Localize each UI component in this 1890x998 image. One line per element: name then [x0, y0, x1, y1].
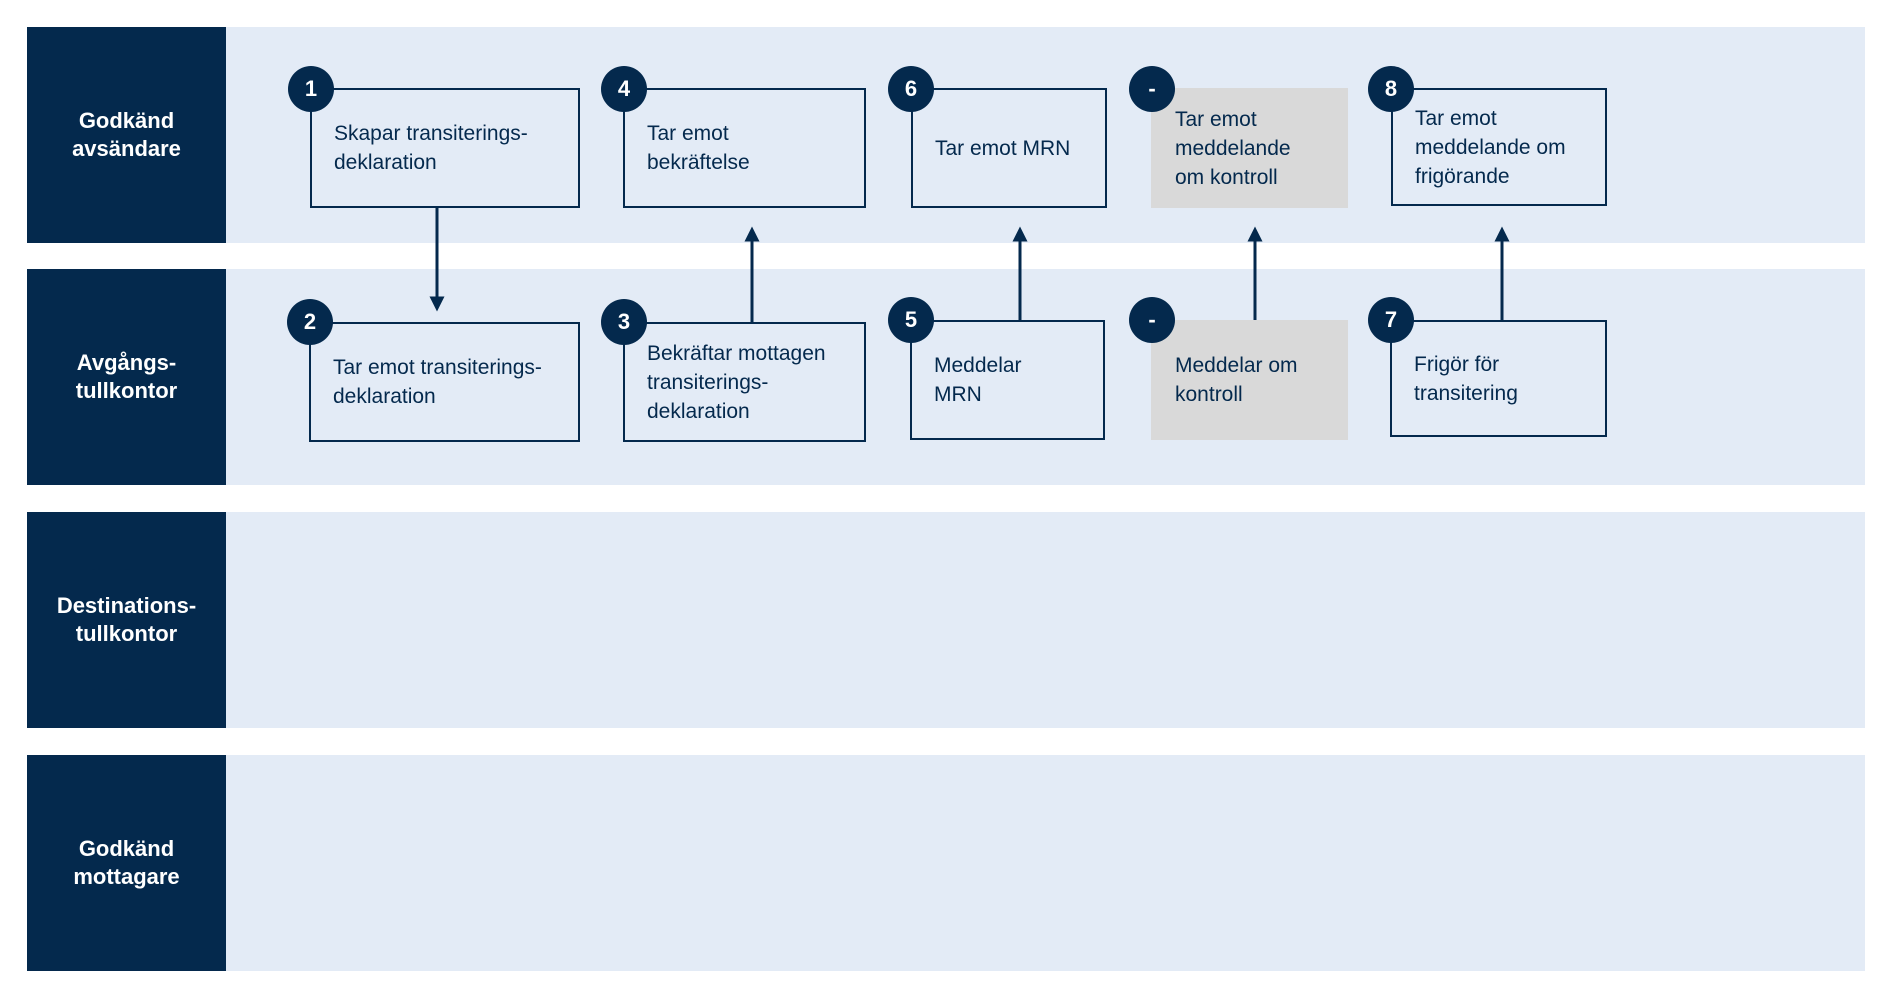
lane-destinationstullkontor: Destinations-tullkontor: [27, 512, 1865, 728]
step-badge-5: 5: [888, 297, 934, 343]
lane-label: Destinations-: [56, 593, 197, 618]
step-text: Meddelar: [934, 354, 1022, 377]
lane-header: Destinations-tullkontor: [27, 512, 226, 728]
step-box-3: Bekräftar mottagen transiterings-deklarat…: [623, 322, 866, 442]
step-badge-6: 6: [888, 66, 934, 112]
step-box-6: Tar emot MRN: [911, 88, 1107, 208]
lane-header: Avgångs-tullkontor: [27, 269, 226, 485]
lane-label: Godkänd: [78, 836, 175, 861]
step-box-1: Skapar transiterings-deklaration: [310, 88, 580, 208]
lane-label: mottagare: [73, 864, 180, 889]
step-text: kontroll: [1175, 383, 1243, 406]
step-text: Tar emot: [647, 122, 729, 145]
lane-header: Godkänd mottagare: [27, 755, 226, 971]
step-badge-1: 1: [288, 66, 334, 112]
step-badge-2: 2: [287, 299, 333, 345]
step-text: transiterings-: [647, 370, 769, 394]
step-text: deklaration: [334, 151, 437, 174]
step-box-control-send: Meddelar om kontroll: [1151, 320, 1348, 440]
step-text: Bekräftar mottagen: [647, 341, 826, 365]
step-text: Frigör för: [1414, 352, 1500, 376]
lane-label: avsändare: [72, 136, 181, 161]
step-text: Skapar transiterings-: [334, 122, 528, 145]
step-text: deklaration: [647, 399, 750, 423]
step-box-2: Tar emot transiterings-deklaration: [309, 322, 580, 442]
step-text: om kontroll: [1175, 165, 1278, 189]
step-badge-7: 7: [1368, 297, 1414, 343]
step-text: meddelande: [1175, 136, 1291, 160]
step-box-4: Tar emot bekräftelse: [623, 88, 866, 208]
lane-label: Godkänd: [78, 108, 175, 133]
step-text: bekräftelse: [647, 151, 750, 174]
step-badge-3: 3: [601, 299, 647, 345]
step-badge-control-send: -: [1129, 297, 1175, 343]
step-text: Meddelar om: [1175, 354, 1298, 377]
step-badge-control-receive: -: [1129, 66, 1175, 112]
step-text: Tar emot transiterings-: [333, 356, 542, 379]
lane-label: Avgångs-: [76, 350, 177, 375]
step-text: frigörande: [1415, 164, 1510, 188]
step-text: Tar emot MRN: [935, 136, 1071, 160]
step-text: Tar emot: [1415, 106, 1497, 130]
step-badge-8: 8: [1368, 66, 1414, 112]
step-text: Tar emot: [1175, 107, 1257, 131]
lane-label: tullkontor: [75, 621, 178, 646]
lane-label: tullkontor: [75, 378, 178, 403]
step-badge-4: 4: [601, 66, 647, 112]
step-box-8: Tar emot meddelande om frigörande: [1391, 88, 1607, 206]
step-box-control-receive: Tar emot meddelande om kontroll: [1151, 88, 1348, 208]
step-text: transitering: [1414, 381, 1518, 405]
step-box-7: Frigör för transitering: [1390, 320, 1607, 437]
step-text: meddelande om: [1415, 135, 1566, 159]
lane-header: Godkänd avsändare: [27, 27, 226, 243]
lane-godkand-mottagare: Godkänd mottagare: [27, 755, 1865, 971]
step-text: deklaration: [333, 385, 436, 408]
step-text: MRN: [934, 383, 982, 406]
